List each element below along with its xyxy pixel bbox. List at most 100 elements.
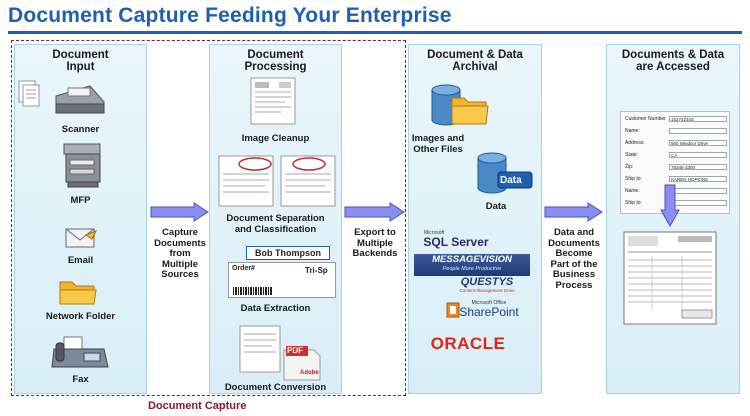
- flow-export: Export to Multiple Backends: [342, 227, 408, 260]
- flow-business-line: Part of the: [550, 258, 598, 270]
- extraction-document: Order# Tri-Sp: [228, 262, 336, 298]
- folder-icon: [59, 281, 97, 305]
- form-label: Name:: [625, 128, 640, 134]
- adobe-label: Adobe: [300, 370, 319, 376]
- conversion-document-icon: [239, 325, 321, 381]
- business-arrow: [544, 202, 603, 222]
- form-label: Address:: [625, 140, 645, 146]
- processing-item-extraction: Data Extraction: [240, 303, 311, 314]
- processing-item-separation: Document Separation and Classification: [209, 213, 342, 235]
- panel-title-line2: are Accessed: [636, 61, 710, 73]
- flow-export-line: Backends: [352, 248, 398, 259]
- scanner-icon: [18, 80, 105, 114]
- processing-item-conversion: Document Conversion: [224, 382, 327, 393]
- flow-business: Data and Documents Become Part of the Bu…: [542, 227, 606, 291]
- messagevision-tag: People More Productive: [442, 266, 502, 272]
- data-database-icon: [477, 152, 533, 194]
- form-label: Name:: [625, 188, 640, 194]
- export-arrow: [344, 202, 405, 222]
- processing-item-cleanup: Image Cleanup: [241, 133, 310, 144]
- panel-title-line2: Input: [66, 61, 95, 73]
- barcode: [233, 287, 273, 295]
- archival-images-label: Images and Other Files: [408, 133, 468, 155]
- archival-data-label: Data: [485, 201, 507, 212]
- flow-export-line: Export to: [354, 227, 396, 238]
- form-value: KAREN HOPKINS: [669, 176, 727, 182]
- input-item-network-folder: Network Folder: [45, 311, 116, 322]
- pdf-badge: PDF: [287, 346, 303, 355]
- flow-capture-line: Sources: [161, 269, 199, 280]
- flow-capture-line: from: [169, 248, 191, 259]
- flow-export-line: Multiple: [357, 237, 393, 249]
- separation-documents-icon: [218, 155, 336, 207]
- form-row: Name:: [625, 128, 727, 135]
- capture-arrow: [150, 202, 209, 222]
- order-label: Order#: [232, 265, 255, 272]
- input-item-fax: Fax: [72, 374, 89, 385]
- database-folder-icon: [431, 84, 489, 126]
- flow-capture-line: Multiple: [162, 258, 198, 270]
- archival-images-line: Images and: [411, 133, 465, 144]
- input-item-mfp: MFP: [70, 195, 91, 206]
- mfp-icon: [63, 143, 101, 188]
- form-value: 15274234S: [669, 116, 727, 122]
- questys-name: QUESTYS: [460, 276, 514, 288]
- page-title: Document Capture Feeding Your Enterprise: [8, 4, 452, 27]
- panel-title-line1: Document: [247, 49, 304, 61]
- document-capture-boundary: [11, 40, 406, 396]
- cleanup-document-icon: [250, 77, 296, 125]
- form-label: Customer Number: [625, 116, 666, 122]
- archival-images-line: Other Files: [413, 143, 463, 155]
- questys-tag: Content Management Done: [459, 288, 515, 293]
- form-value: 78345-3300: [669, 164, 727, 170]
- panel-title-line2: Archival: [452, 61, 498, 73]
- sharepoint-logo: Microsoft Office SharePoint: [444, 300, 534, 319]
- sql-server-logo: Microsoft SQL Server: [416, 230, 496, 248]
- panel-title-line1: Document & Data: [427, 49, 523, 61]
- flow-business-line: Business: [552, 269, 596, 280]
- email-icon: [65, 228, 98, 248]
- sql-server-name: SQL Server: [423, 235, 489, 249]
- flow-capture: Capture Documents from Multiple Sources: [148, 227, 212, 281]
- input-item-email: Email: [67, 255, 94, 266]
- title-underline: [8, 31, 742, 34]
- form-label: Ship to:: [625, 176, 642, 182]
- down-arrow: [660, 184, 680, 228]
- bob-thompson-callout: Bob Thompson: [246, 246, 330, 260]
- sharepoint-office: Microsoft Office: [471, 300, 507, 306]
- sql-server-microsoft: Microsoft: [424, 230, 445, 236]
- form-row: State: CA: [625, 152, 727, 159]
- messagevision-name: MESSAGEVISION: [432, 254, 512, 265]
- form-row: Zip: 78345-3300: [625, 164, 727, 171]
- separation-line: Document Separation: [226, 213, 325, 224]
- form-row: Address:500 Windsor Drive: [625, 140, 727, 147]
- form-label: Zip:: [625, 164, 634, 170]
- form-value: [669, 128, 727, 134]
- input-item-scanner: Scanner: [61, 124, 100, 135]
- form-row: Ship to: KAREN HOPKINS: [625, 176, 727, 183]
- bob-thompson-text: Bob Thompson: [255, 248, 321, 258]
- trisp-label: Tri-Sp: [305, 266, 328, 275]
- panel-title-line2: Processing: [244, 61, 307, 73]
- flow-capture-line: Capture: [162, 227, 198, 238]
- document-capture-label: Document Capture: [148, 400, 247, 412]
- form-label: State:: [625, 152, 639, 158]
- fax-icon: [51, 336, 109, 368]
- form-value: CA: [669, 152, 727, 158]
- form-label: Ship to:: [625, 200, 642, 206]
- oracle-logo: ORACLE: [430, 334, 506, 353]
- questys-logo: QUESTYS Content Management Done: [442, 276, 532, 293]
- flow-business-line: Documents: [548, 237, 600, 249]
- flow-business-line: Become: [555, 248, 593, 259]
- data-badge-text: Data: [500, 175, 522, 186]
- flow-capture-line: Documents: [154, 237, 206, 249]
- panel-title-line1: Documents & Data: [621, 49, 725, 61]
- panel-title-line1: Document: [52, 49, 109, 61]
- sharepoint-icon: [446, 302, 460, 318]
- separation-line: and Classification: [234, 223, 317, 235]
- messagevision-logo: MESSAGEVISION People More Productive: [414, 254, 530, 276]
- flow-business-line: Process: [555, 279, 593, 291]
- flow-business-line: Data and: [553, 227, 595, 238]
